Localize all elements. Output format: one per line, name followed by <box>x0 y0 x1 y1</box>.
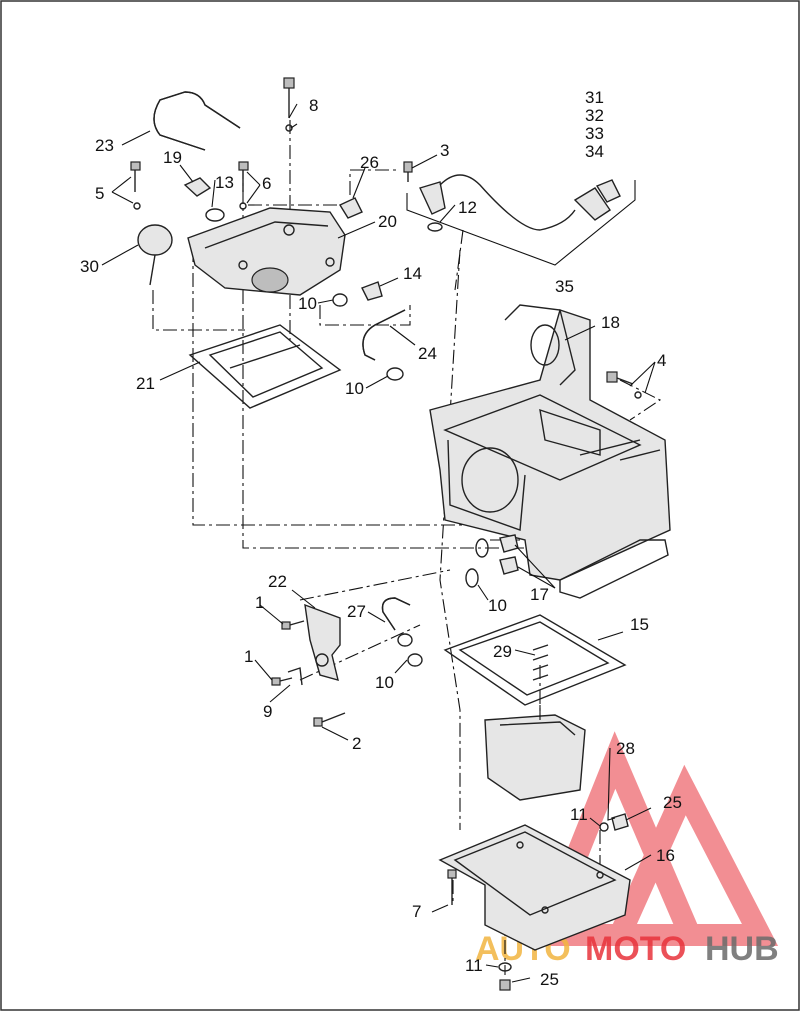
callout-20: 20 <box>378 212 397 231</box>
callout-35: 35 <box>555 277 574 296</box>
callout-14: 14 <box>403 264 422 283</box>
watermark-moto: MOTO <box>585 930 686 968</box>
callout-8: 8 <box>309 96 318 115</box>
callout-32: 32 <box>585 106 604 125</box>
watermark-hub: HUB <box>705 930 779 968</box>
watermark-logo <box>528 731 779 946</box>
speed-sensor-assembly <box>403 161 636 266</box>
callout-25b: 25 <box>540 970 559 989</box>
callout-5: 5 <box>95 184 104 203</box>
callout-15: 15 <box>630 615 649 634</box>
callout-29: 29 <box>493 642 512 661</box>
bolt-4 <box>606 371 642 399</box>
callout-10d: 10 <box>375 673 394 692</box>
callout-19: 19 <box>163 148 182 167</box>
callout-labels: 1 1 2 3 4 5 6 7 8 9 10 10 10 10 11 11 12… <box>80 88 682 989</box>
watermark-triangle-right <box>603 764 779 946</box>
callout-3: 3 <box>440 141 449 160</box>
bracket-22 <box>271 603 346 727</box>
callout-13: 13 <box>215 173 234 192</box>
callout-17: 17 <box>530 585 549 604</box>
callout-34: 34 <box>585 142 604 161</box>
callout-1b: 1 <box>244 647 253 666</box>
callout-33: 33 <box>585 124 604 143</box>
callout-12: 12 <box>458 198 477 217</box>
callout-10a: 10 <box>298 294 317 313</box>
callout-7: 7 <box>412 902 421 921</box>
callout-4: 4 <box>657 351 666 370</box>
top-cover-20 <box>187 207 346 296</box>
gasket-21 <box>188 324 342 409</box>
callout-11a: 11 <box>570 805 588 824</box>
callout-30: 30 <box>80 257 99 276</box>
callout-23: 23 <box>95 136 114 155</box>
callout-9: 9 <box>263 702 272 721</box>
transmission-case-18 <box>429 304 671 599</box>
callout-10c: 10 <box>488 596 507 615</box>
callout-2: 2 <box>352 734 361 753</box>
callout-21: 21 <box>136 374 155 393</box>
callout-25a: 25 <box>663 793 682 812</box>
callout-16: 16 <box>656 846 675 865</box>
callout-26: 26 <box>360 153 379 172</box>
callout-18: 18 <box>601 313 620 332</box>
baffle-28 <box>484 705 586 801</box>
dipstick-30 <box>137 224 173 286</box>
callout-24: 24 <box>418 344 437 363</box>
hoses-27 <box>381 597 423 667</box>
callout-22: 22 <box>268 572 287 591</box>
callout-11b: 11 <box>465 956 483 975</box>
sensor-19 <box>183 177 225 222</box>
callout-1a: 1 <box>255 593 264 612</box>
screws-5-6 <box>130 161 249 210</box>
callout-27: 27 <box>347 602 366 621</box>
assembly-lines <box>152 120 662 975</box>
oil-pan-16 <box>438 813 631 991</box>
bolt-8 <box>283 77 295 132</box>
leader-lines <box>101 103 656 983</box>
callout-31: 31 <box>585 88 604 107</box>
gasket-15 <box>443 614 627 706</box>
fitting-26 <box>338 197 363 219</box>
callout-10b: 10 <box>345 379 364 398</box>
callout-28: 28 <box>616 739 635 758</box>
fittings-17 <box>465 534 519 588</box>
callout-6: 6 <box>262 174 271 193</box>
